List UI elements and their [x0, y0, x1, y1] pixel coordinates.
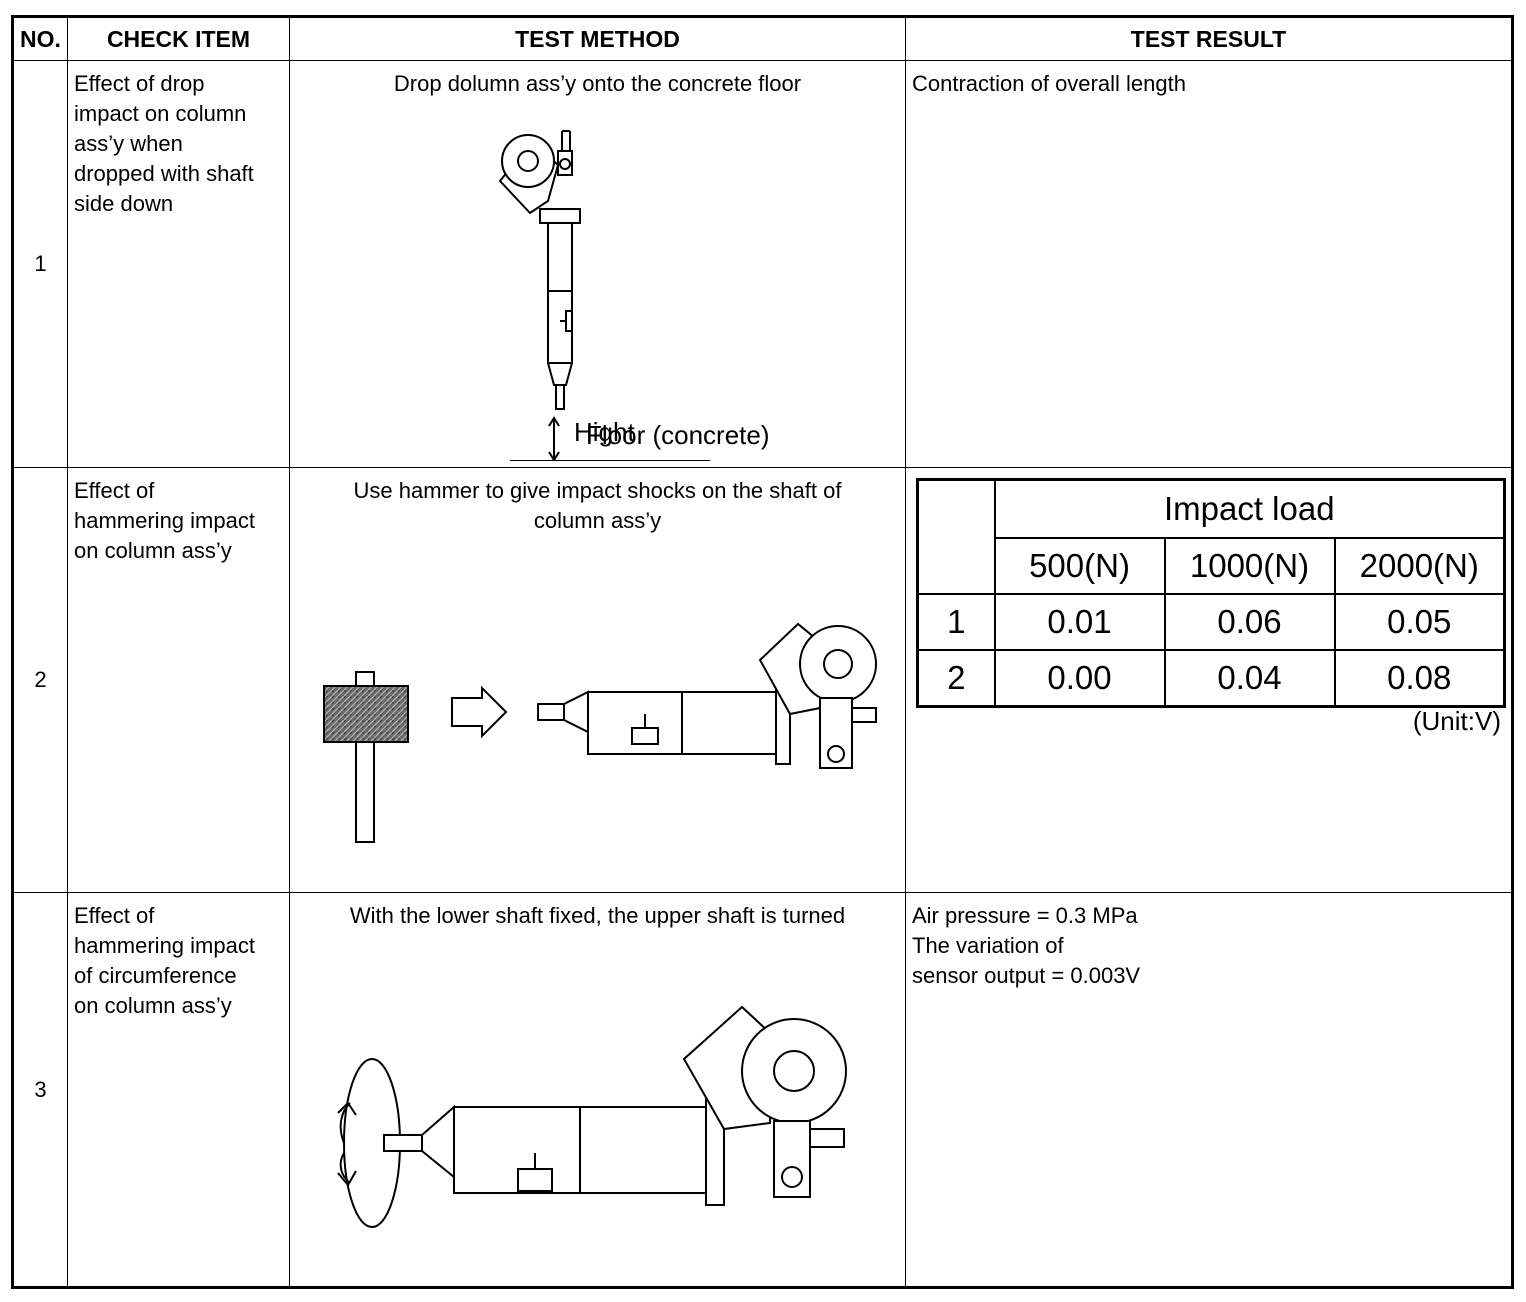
test-method-text: With the lower shaft fixed, the upper sh… [349, 903, 846, 928]
text-line: column ass’y [533, 508, 662, 533]
test-method-text: Drop dolumn ass’y onto the concrete floo… [393, 71, 802, 96]
text-line: Contraction of overall length [912, 71, 1186, 96]
impact-load-table: Impact load 500(N) 1000(N) 2000(N) 1 0.0… [916, 478, 1507, 708]
row-label: 2 [916, 649, 996, 708]
table-cell: 0.01 [993, 593, 1166, 651]
check-item-cell: Effect of hammering impact on column ass… [67, 467, 290, 893]
check-table: NO. CHECK ITEM TEST METHOD TEST RESULT 1… [11, 15, 1514, 1289]
floor-label-area: Floor (concrete) [586, 420, 770, 450]
row-number: 2 [12, 467, 68, 893]
header-row: NO. CHECK ITEM TEST METHOD TEST RESULT [12, 16, 1513, 61]
check-item-cell: Effect of hammering impact of circumfere… [67, 892, 290, 1288]
table-cell: 0.00 [993, 649, 1166, 708]
text-line: hammering impact [74, 933, 255, 958]
check-item-text: Effect of drop impact on column ass’y wh… [68, 61, 289, 219]
test-result-text: Air pressure = 0.3 MPa The variation of … [906, 893, 1511, 991]
text-line: hammering impact [74, 508, 255, 533]
drop-test-illustration: Hight [498, 130, 710, 461]
check-item-text: Effect of hammering impact of circumfere… [68, 893, 289, 1021]
row-label: 1 [916, 593, 996, 651]
text-line: Effect of [74, 478, 155, 503]
test-method-cell: Use hammer to give impact shocks on the … [289, 467, 906, 893]
hammer-test-illustration [323, 622, 877, 843]
test-document: NO. CHECK ITEM TEST METHOD TEST RESULT 1… [11, 15, 1514, 1289]
table-row: 3 Effect of hammering impact of circumfe… [12, 892, 1513, 1288]
header-no: NO. [12, 16, 68, 61]
impact-columns-row: 500(N) 1000(N) 2000(N) [918, 537, 1506, 595]
column-header: 1000(N) [1163, 537, 1336, 595]
text-line: on column ass’y [74, 538, 232, 563]
header-check-item: CHECK ITEM [67, 16, 290, 61]
text-line: dropped with shaft [74, 161, 254, 186]
test-method-cell: With the lower shaft fixed, the upper sh… [289, 892, 906, 1288]
test-method-cell: Drop dolumn ass’y onto the concrete floo… [289, 60, 906, 468]
test-result-cell: Impact load 500(N) 1000(N) 2000(N) 1 0.0… [905, 467, 1513, 893]
text-line: impact on column [74, 101, 247, 126]
row-number: 3 [12, 892, 68, 1288]
text-line: Effect of [74, 903, 155, 928]
table-cell: 0.08 [1333, 649, 1506, 708]
text-line: sensor output = 0.003V [912, 963, 1141, 988]
table-row: 1 0.01 0.06 0.05 [916, 593, 1506, 651]
test-result-cell: Air pressure = 0.3 MPa The variation of … [905, 892, 1513, 1288]
impact-load-title: Impact load [993, 478, 1506, 539]
test-result-text: Contraction of overall length [906, 61, 1511, 99]
text-line: on column ass’y [74, 993, 232, 1018]
unit-label: (Unit:V) [1412, 706, 1501, 736]
header-test-result: TEST RESULT [905, 16, 1513, 61]
rotation-test-illustration [337, 1005, 847, 1228]
table-cell: 0.05 [1333, 593, 1506, 651]
table-cell: 0.04 [1163, 649, 1336, 708]
row-number: 1 [12, 60, 68, 468]
table-row: 2 0.00 0.04 0.08 [916, 649, 1506, 708]
text-line: Air pressure = 0.3 MPa [912, 903, 1138, 928]
text-line: The variation of [912, 933, 1064, 958]
test-result-cell: Contraction of overall length [905, 60, 1513, 468]
column-header: 500(N) [993, 537, 1166, 595]
text-line: of circumference [74, 963, 237, 988]
floor-label: Floor (concrete) [586, 420, 770, 450]
text-line: side down [74, 191, 174, 216]
check-item-cell: Effect of drop impact on column ass’y wh… [67, 60, 290, 468]
table-row: 2 Effect of hammering impact on column a… [12, 467, 1513, 893]
header-test-method: TEST METHOD [289, 16, 906, 61]
table-cell: 0.06 [1163, 593, 1336, 651]
height-label: Hight [574, 417, 635, 447]
text-line: ass’y when [74, 131, 183, 156]
corner-cell [916, 478, 996, 595]
check-item-text: Effect of hammering impact on column ass… [68, 468, 289, 566]
impact-title-row: Impact load [916, 478, 1506, 595]
table-row: 1 Effect of drop impact on column ass’y … [12, 60, 1513, 468]
text-line: Use hammer to give impact shocks on the … [353, 478, 842, 503]
column-header: 2000(N) [1333, 537, 1506, 595]
text-line: Effect of drop [74, 71, 205, 96]
test-method-text: Use hammer to give impact shocks on the … [290, 468, 905, 536]
